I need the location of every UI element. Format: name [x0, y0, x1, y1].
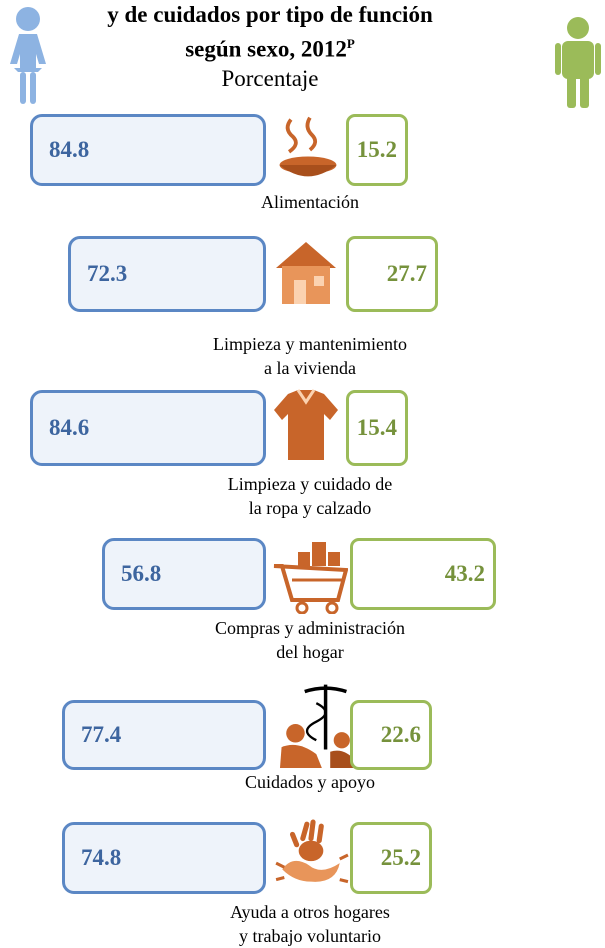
category-label: Limpieza y cuidado de la ropa y calzado	[160, 472, 460, 520]
women-value-box: 72.3	[68, 236, 266, 312]
category-label-line: Compras y administración	[215, 618, 405, 638]
men-value-box: 25.2	[350, 822, 432, 894]
house-icon	[276, 242, 336, 304]
women-value-box: 77.4	[62, 700, 266, 770]
title-line-1: y de cuidados por tipo de función	[107, 2, 433, 27]
category-label-line: Ayuda a otros hogares	[230, 902, 390, 922]
category-label-line: Limpieza y mantenimiento	[213, 334, 407, 354]
food-bowl-icon	[279, 116, 337, 177]
category-label: Cuidados y apoyo	[160, 770, 460, 794]
preliminary-mark: P	[346, 36, 355, 51]
women-value-label: 74.8	[81, 845, 122, 870]
women-value-box: 56.8	[102, 538, 266, 610]
men-value-box: 22.6	[350, 700, 432, 770]
shopping-cart-icon	[273, 542, 348, 614]
category-label: Alimentación	[160, 190, 460, 214]
category-label-line: Limpieza y cuidado de	[227, 474, 393, 494]
title-line-2-text: según sexo, 2012	[185, 36, 347, 62]
women-value-label: 77.4	[81, 722, 122, 747]
men-value-label: 15.4	[356, 415, 397, 440]
women-value-label: 56.8	[121, 561, 162, 586]
men-value-box: 27.7	[346, 236, 438, 312]
men-value-box: 43.2	[350, 538, 496, 610]
category-label-line: la ropa y calzado	[248, 498, 372, 518]
men-value-box: 15.4	[346, 390, 408, 466]
women-value-box: 84.8	[30, 114, 266, 186]
shirt-icon	[274, 389, 338, 460]
chart-title: y de cuidados por tipo de función según …	[90, 0, 450, 93]
caduceus-care-icon	[279, 684, 356, 768]
men-value-label: 43.2	[444, 561, 485, 586]
women-value-box: 84.6	[30, 390, 266, 466]
title-line-2: según sexo, 2012P	[90, 29, 450, 64]
women-value-label: 72.3	[87, 261, 128, 286]
woman-figure-icon	[10, 7, 46, 104]
category-label-line: Alimentación	[261, 192, 359, 212]
category-label-line: Cuidados y apoyo	[245, 772, 375, 792]
category-label-line: del hogar	[276, 642, 344, 662]
category-label-line: a la vivienda	[264, 358, 356, 378]
category-label: Limpieza y mantenimiento a la vivienda	[160, 332, 460, 380]
men-value-label: 25.2	[380, 845, 421, 870]
man-figure-icon	[555, 17, 601, 108]
men-value-label: 22.6	[380, 722, 421, 747]
women-value-label: 84.6	[49, 415, 90, 440]
category-label-line: y trabajo voluntario	[239, 926, 381, 946]
category-label: Compras y administración del hogar	[160, 616, 460, 664]
men-value-label: 27.7	[386, 261, 427, 286]
women-value-label: 84.8	[49, 137, 90, 162]
men-value-box: 15.2	[346, 114, 408, 186]
women-value-box: 74.8	[62, 822, 266, 894]
title-unit: Porcentaje	[221, 65, 319, 91]
men-value-label: 15.2	[356, 137, 397, 162]
hands-icon	[275, 819, 349, 884]
